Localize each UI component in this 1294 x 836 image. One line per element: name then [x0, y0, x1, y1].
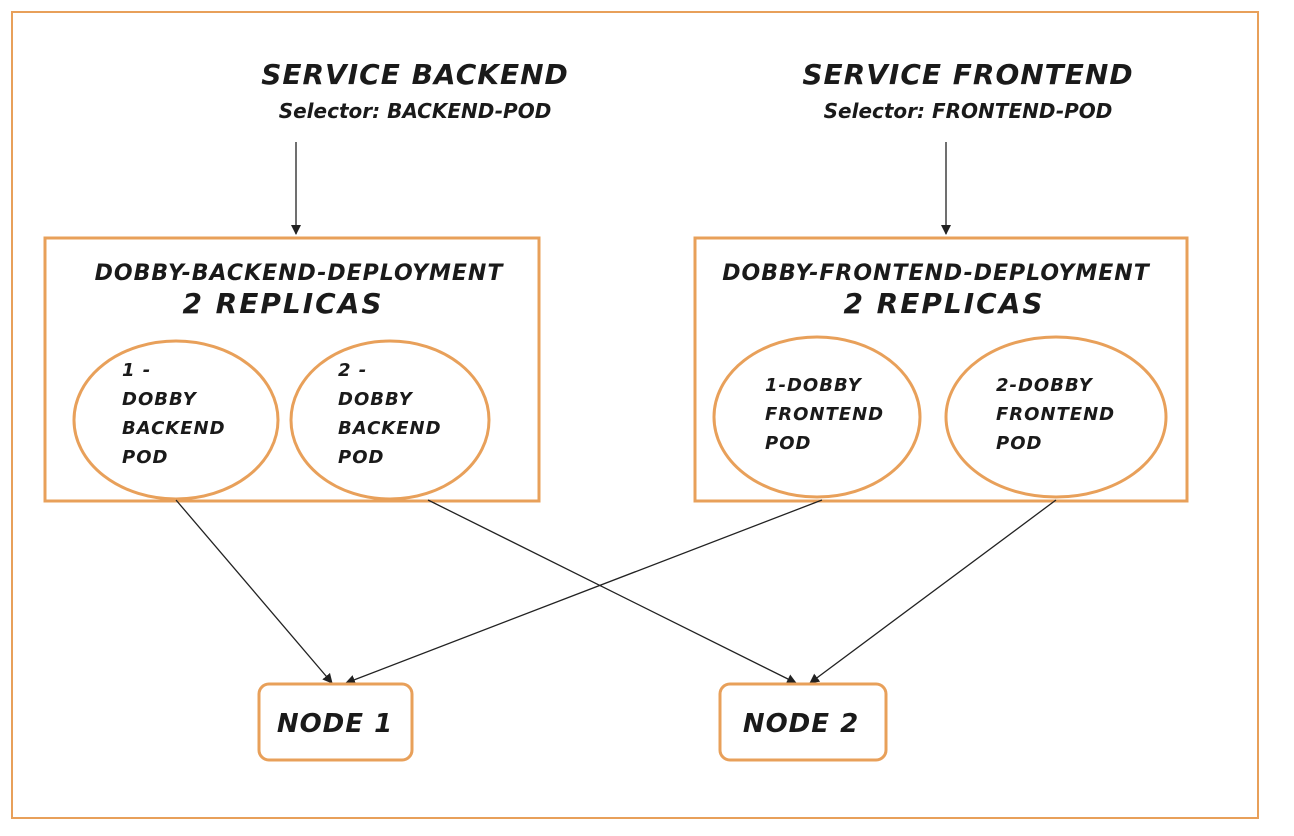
service-backend-title: SERVICE BACKEND — [261, 58, 569, 91]
frontend-pod-1-line-3: POD — [765, 433, 811, 454]
arrow-backend-pod-2-to-node-2 — [427, 499, 797, 684]
backend-pod-1 — [72, 339, 280, 501]
backend-pod-2-line-1: 2 - — [338, 360, 367, 381]
backend-deployment-box — [43, 236, 541, 503]
node-1-label: NODE 1 — [277, 709, 393, 739]
backend-pod-1-line-3: BACKEND — [122, 418, 226, 439]
frontend-deployment-box — [693, 236, 1189, 503]
node-2-box — [718, 682, 888, 762]
backend-pod-1-line-1: 1 - — [122, 360, 151, 381]
node-2-label: NODE 2 — [743, 709, 859, 739]
backend-pod-2-line-3: BACKEND — [338, 418, 442, 439]
frontend-pod-2 — [944, 335, 1168, 499]
backend-pod-2-line-2: DOBBY — [338, 389, 414, 410]
backend-deployment-replicas: 2 REPLICAS — [182, 287, 383, 320]
node-1-box — [257, 682, 414, 762]
arrow-frontend-pod-2-to-node-2 — [809, 499, 1057, 684]
service-frontend-selector: Selector: FRONTEND-POD — [824, 99, 1113, 123]
service-frontend-title: SERVICE FRONTEND — [802, 58, 1133, 91]
frontend-pod-2-line-1: 2-DOBBY — [996, 375, 1094, 396]
frontend-deployment-replicas: 2 REPLICAS — [843, 287, 1044, 320]
backend-pod-2 — [289, 339, 491, 501]
arrow-frontend-pod-1-to-node-1 — [345, 499, 823, 685]
frontend-pod-1-line-1: 1-DOBBY — [765, 375, 863, 396]
arrow-backend-pod-1-to-node-1 — [175, 499, 333, 684]
frontend-pod-2-line-2: FRONTEND — [996, 404, 1115, 425]
frontend-pod-1-line-2: FRONTEND — [765, 404, 884, 425]
diagram-frame — [11, 11, 1259, 819]
service-backend-selector: Selector: BACKEND-POD — [279, 99, 552, 123]
backend-pod-1-line-4: POD — [122, 447, 168, 468]
backend-deployment-name: DOBBY-BACKEND-DEPLOYMENT — [95, 261, 505, 286]
backend-pod-2-line-4: POD — [338, 447, 384, 468]
frontend-pod-2-line-3: POD — [996, 433, 1042, 454]
backend-pod-1-line-2: DOBBY — [122, 389, 198, 410]
frontend-deployment-name: DOBBY-FRONTEND-DEPLOYMENT — [722, 261, 1150, 286]
frontend-pod-1 — [712, 335, 922, 499]
